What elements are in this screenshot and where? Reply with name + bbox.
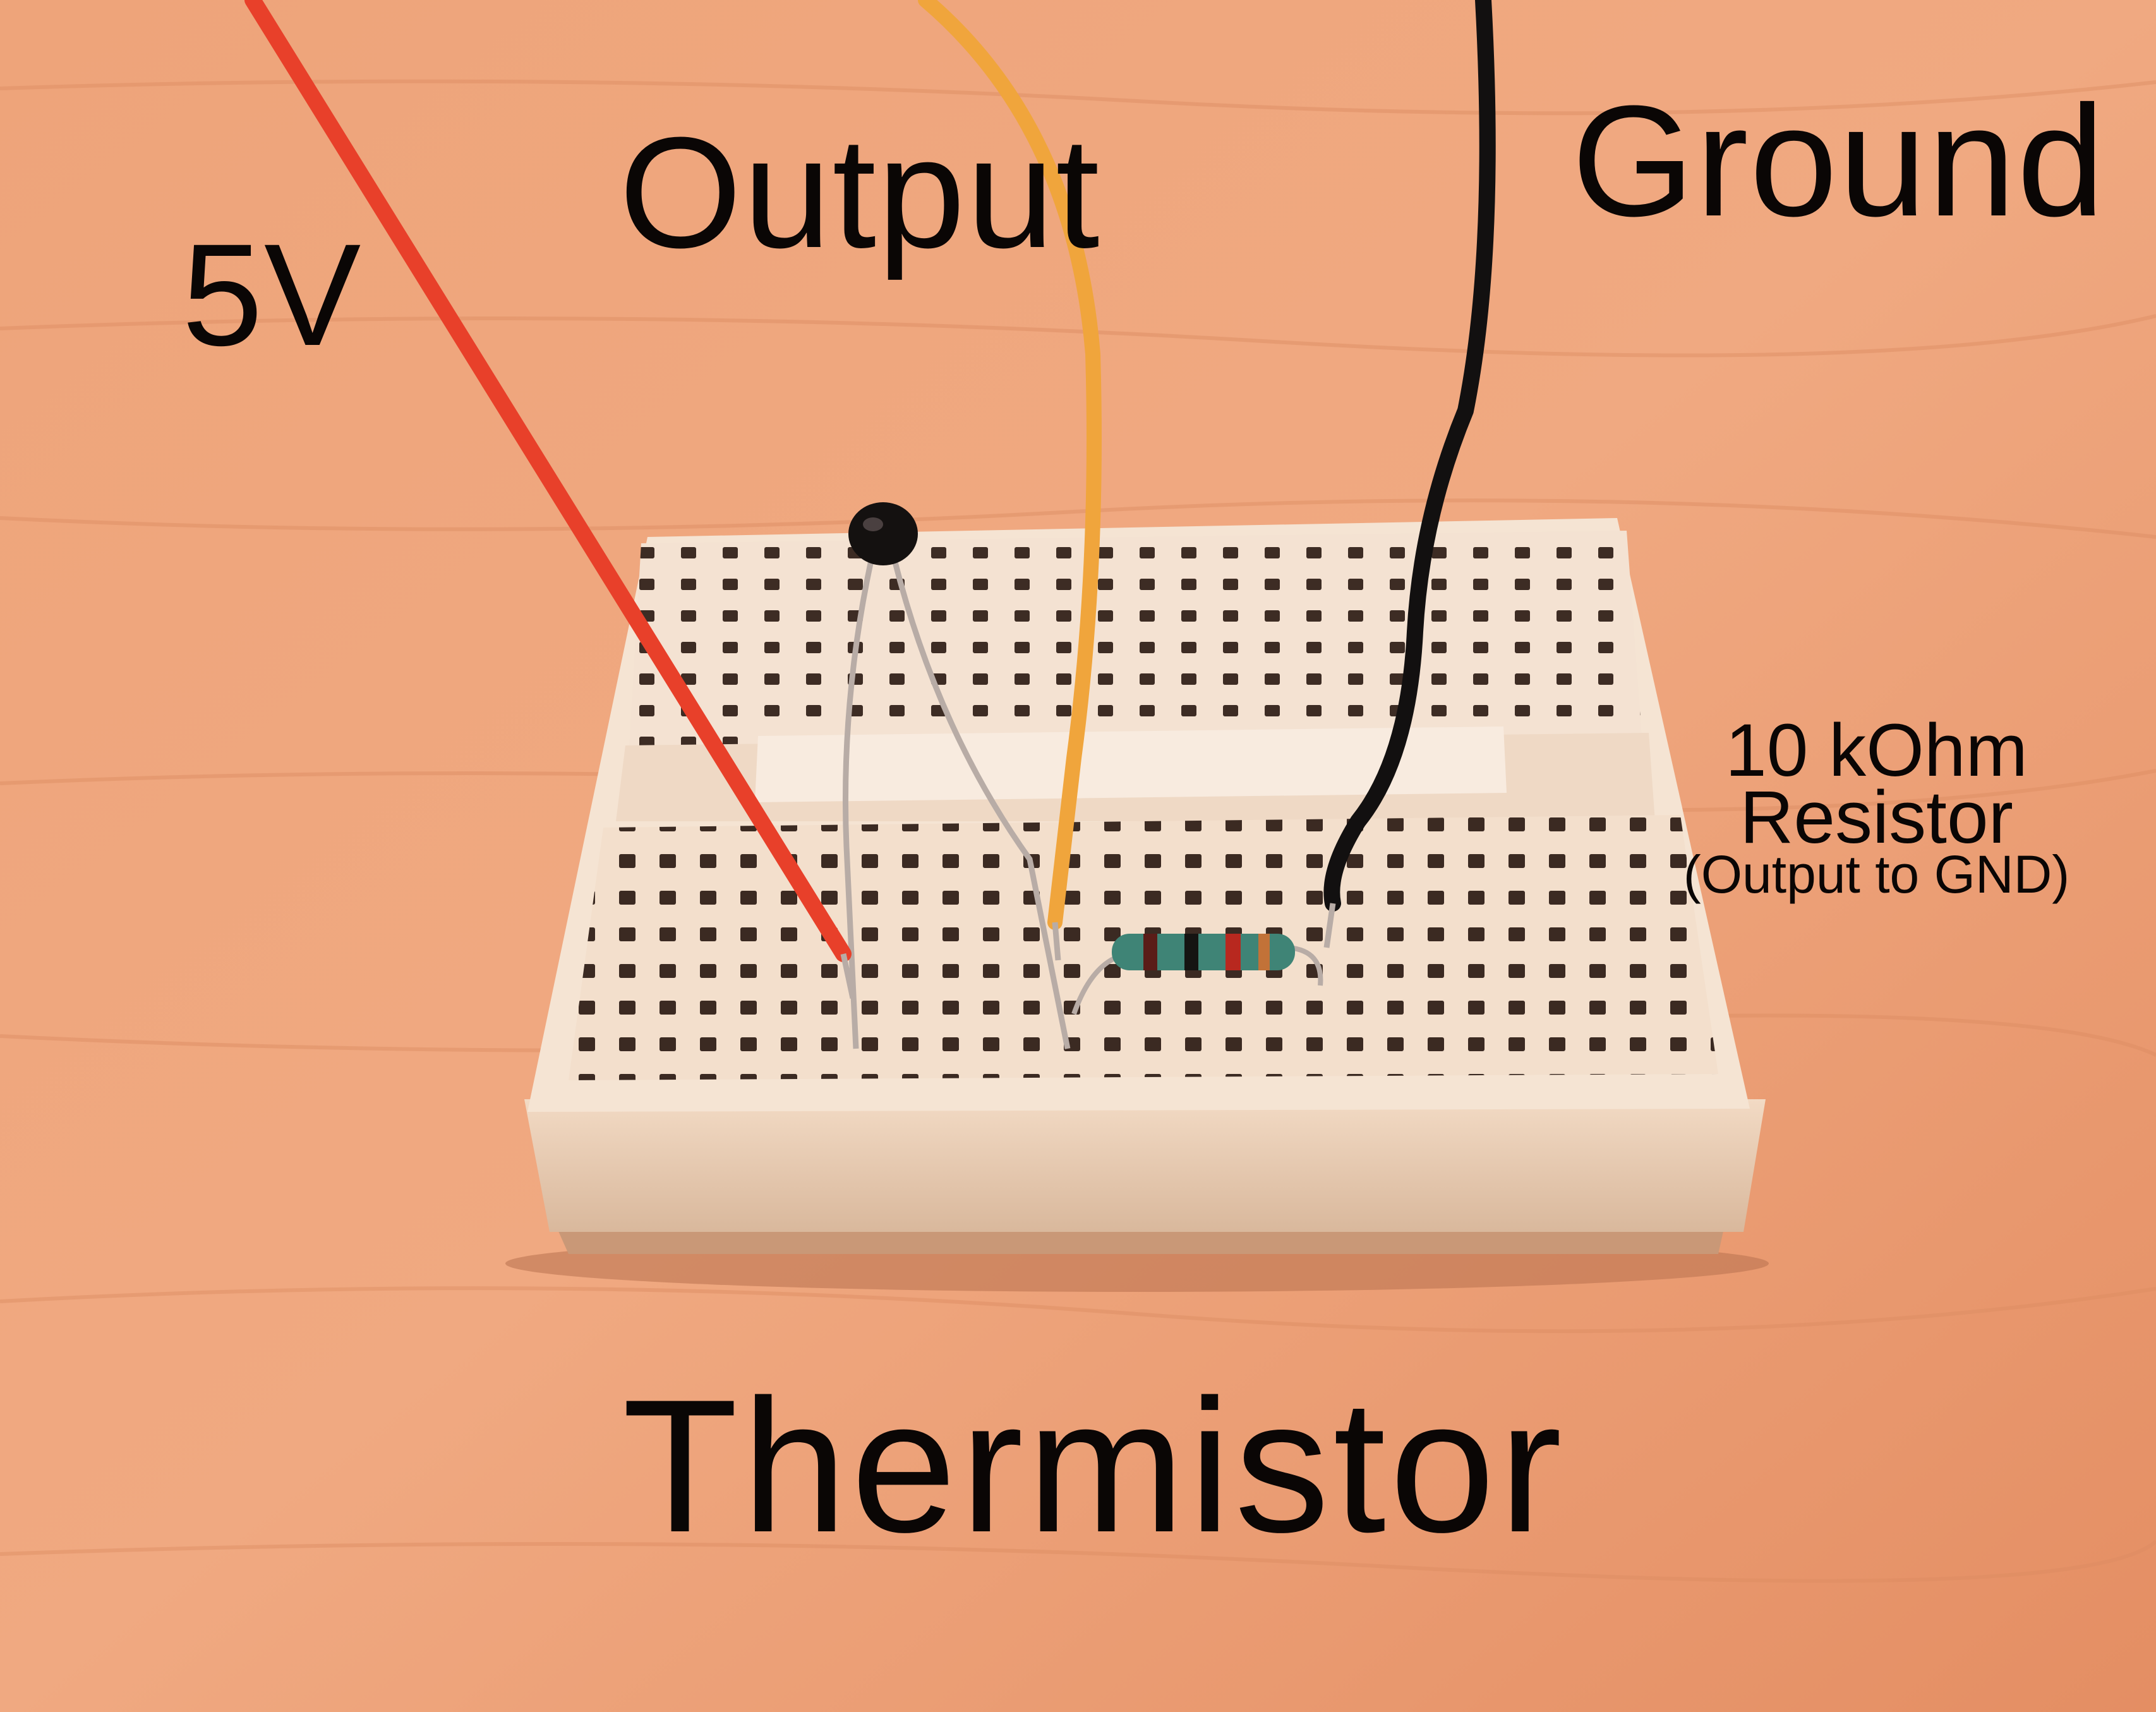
black-wire bbox=[1323, 0, 1496, 948]
label-ground: Ground bbox=[1572, 73, 2106, 249]
breadboard bbox=[524, 518, 1766, 1254]
resistor-annotation: 10 kOhm Resistor (Output to GND) bbox=[1641, 709, 2112, 905]
label-5v: 5V bbox=[182, 214, 363, 376]
resistor-note-label: (Output to GND) bbox=[1683, 845, 2070, 905]
wood-grain bbox=[0, 79, 2156, 1583]
thermistor-bead bbox=[848, 502, 918, 565]
resistor-name-label: Resistor bbox=[1740, 776, 2013, 860]
red-wire bbox=[244, 0, 856, 999]
breadboard-upper-holes bbox=[629, 531, 1642, 758]
resistor bbox=[1071, 934, 1323, 1015]
yellow-wire bbox=[918, 0, 1102, 961]
resistor-body bbox=[1112, 934, 1295, 970]
resistor-value-label: 10 kOhm bbox=[1725, 709, 2028, 792]
label-output: Output bbox=[619, 104, 1101, 280]
label-thermistor: Thermistor bbox=[622, 1359, 1566, 1572]
thermistor bbox=[842, 502, 1071, 1049]
